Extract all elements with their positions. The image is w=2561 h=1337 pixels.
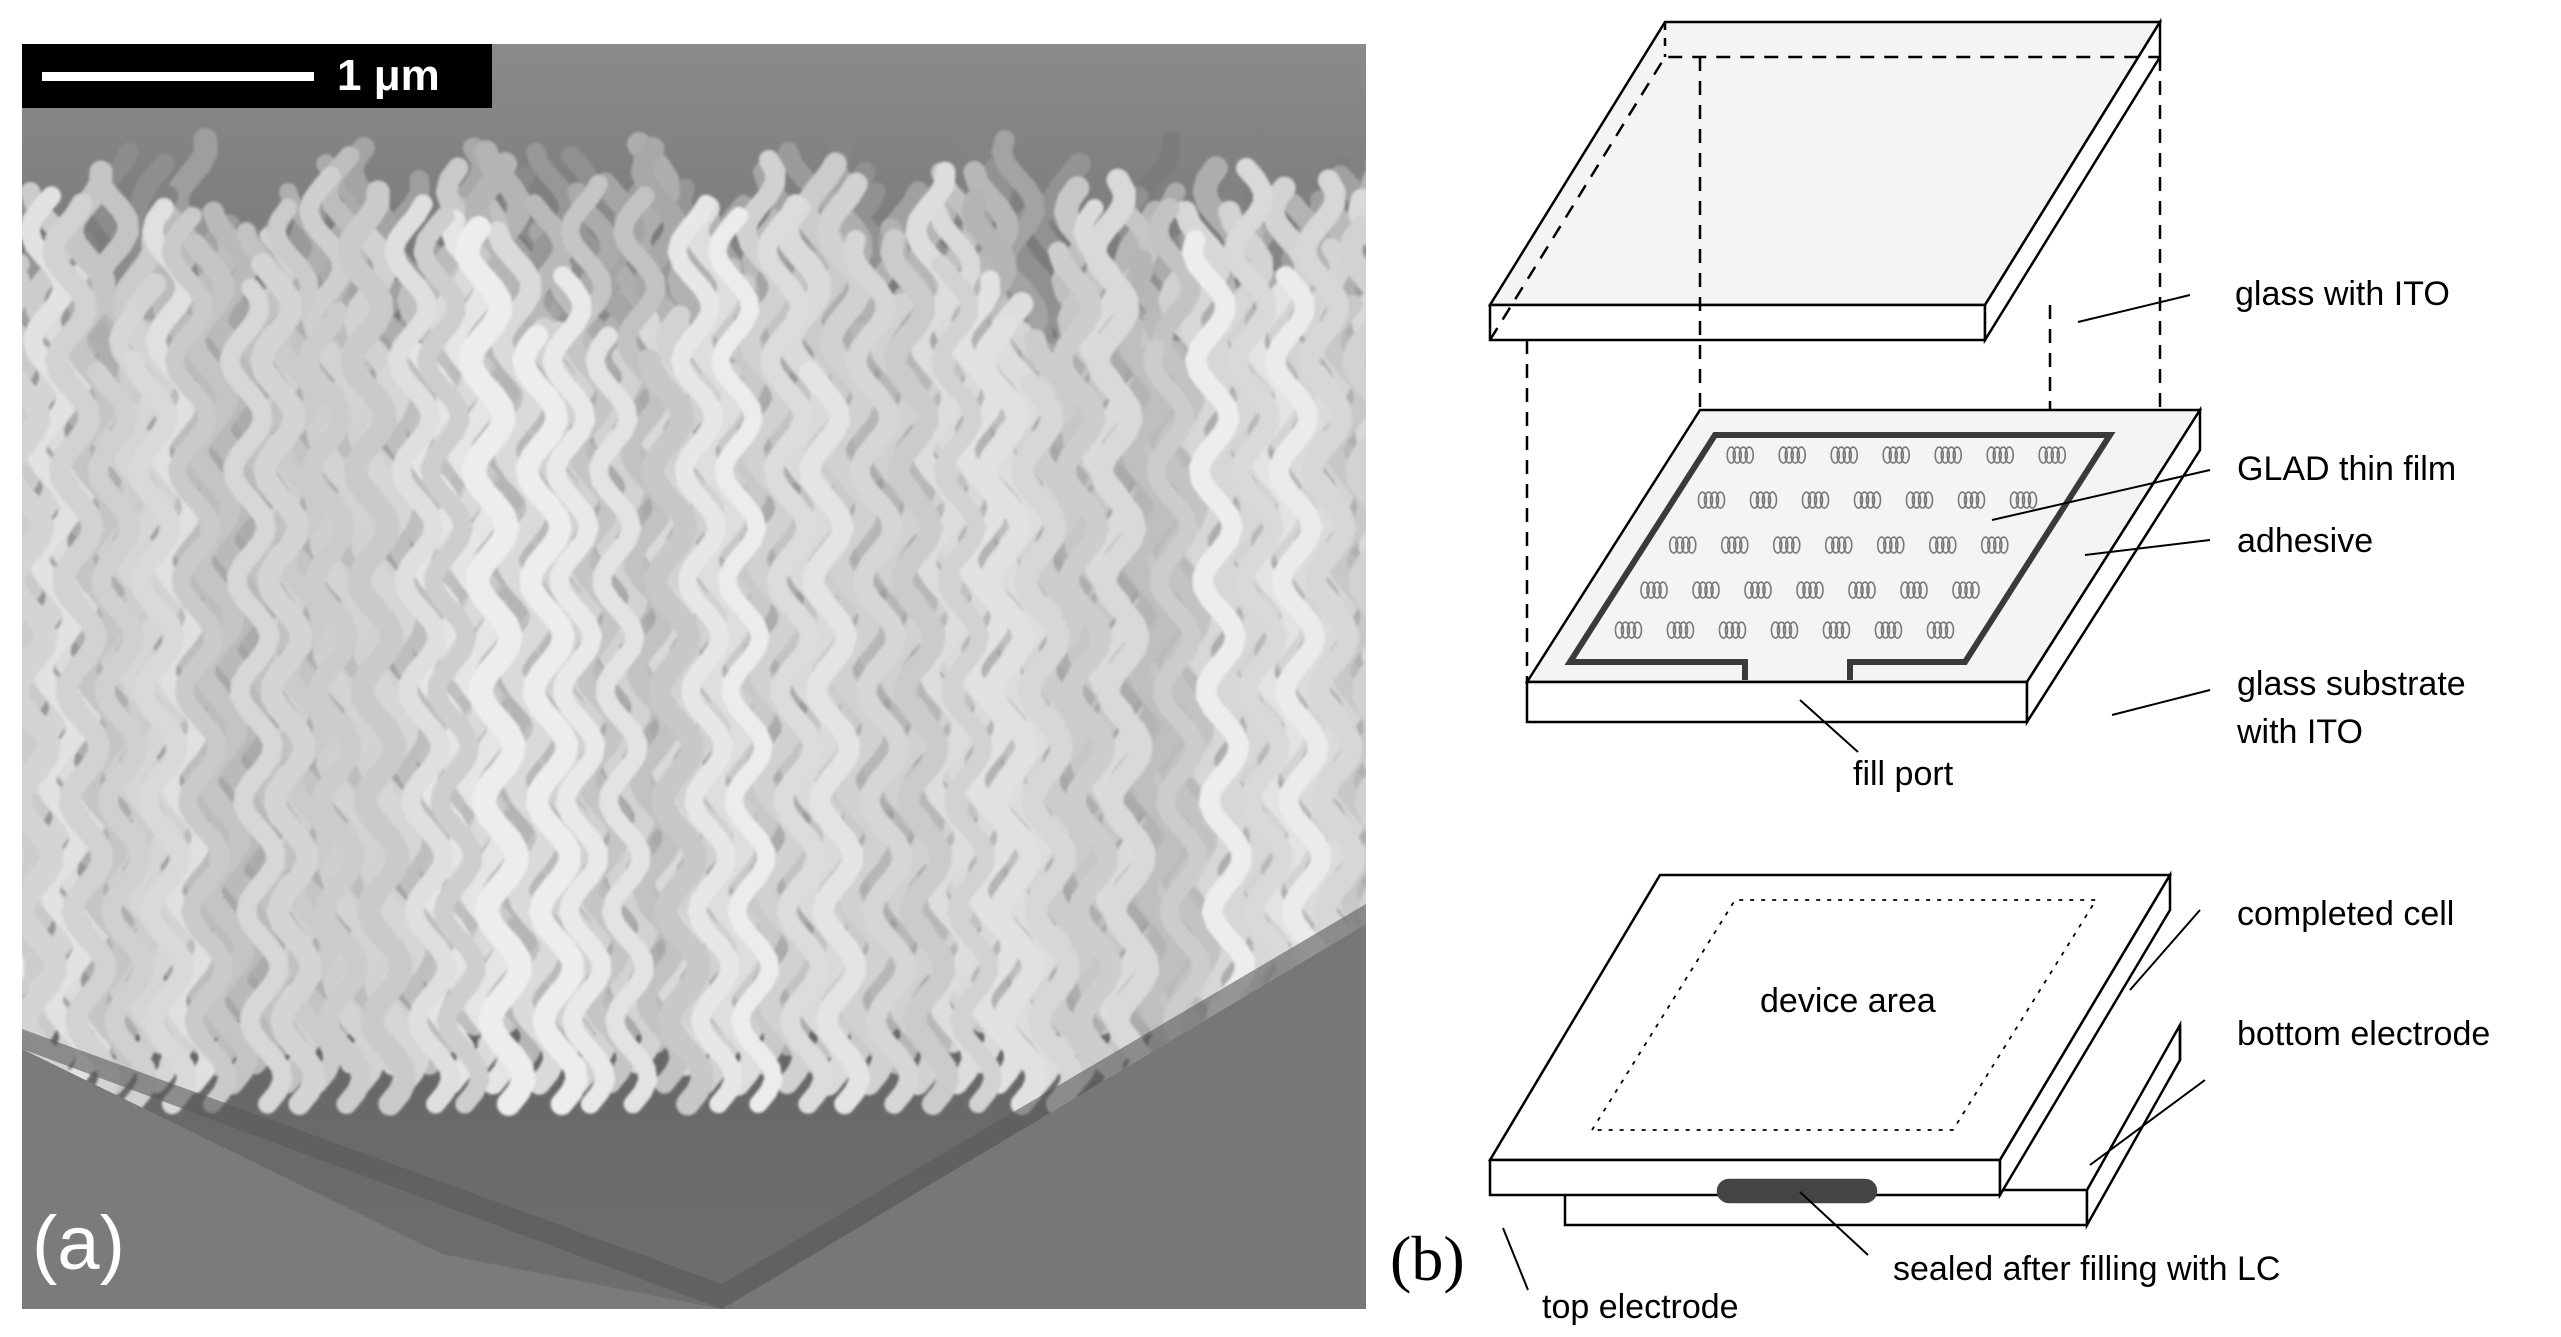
scale-bar [42,72,314,81]
label-bottom-electrode: bottom electrode [2237,1015,2490,1053]
label-glass-with-ito: glass with ITO [2235,275,2450,313]
panel-label-a: (a) [32,1201,125,1286]
cell-schematic: glass with ITO GLAD thin film adhesive g… [1380,0,2561,1337]
label-completed-cell: completed cell [2237,895,2454,933]
panel-label-b: (b) [1390,1223,1465,1294]
label-device-area: device area [1760,982,1936,1020]
label-sealed: sealed after filling with LC [1893,1250,2280,1288]
label-glad-thin-film: GLAD thin film [2237,450,2456,488]
label-top-electrode: top electrode [1542,1288,1739,1326]
label-fill-port: fill port [1853,755,1954,793]
label-glass-substrate-ito: with ITO [2236,713,2363,751]
scale-bar-label: 1 μm [337,51,440,100]
helical-columns [22,136,1366,1104]
label-glass-substrate: glass substrate [2237,665,2466,703]
top-glass-plate [1490,22,2160,340]
label-adhesive: adhesive [2237,522,2373,560]
completed-cell [1490,875,2180,1225]
sem-micrograph: 1 μm (a) [22,44,1366,1309]
